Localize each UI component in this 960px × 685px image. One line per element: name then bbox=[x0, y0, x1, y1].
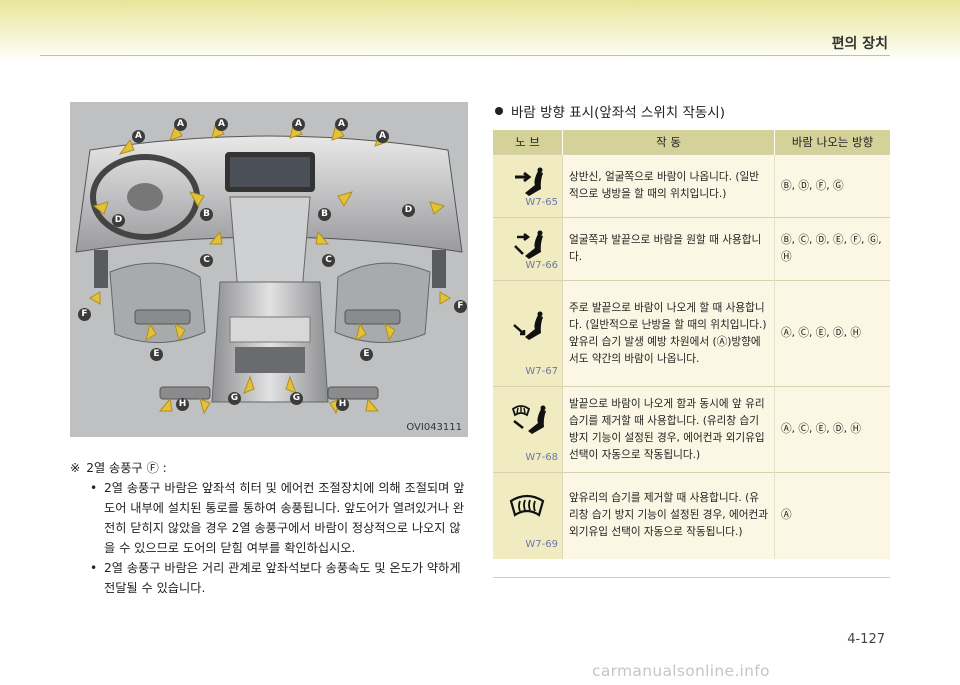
knob-code: W7-68 bbox=[525, 452, 558, 463]
callout-g: G bbox=[290, 392, 303, 405]
note-bullet: •2열 송풍구 바람은 거리 관계로 앞좌석보다 송풍속도 및 온도가 약하게 … bbox=[90, 558, 470, 598]
table-row: W7-65 상반신, 얼굴쪽으로 바람이 나옵니다. (일반적으로 냉방을 할 … bbox=[493, 154, 890, 218]
knob-code: W7-67 bbox=[525, 366, 558, 377]
watermark: carmanualsonline.info bbox=[592, 662, 770, 680]
operation-cell: 앞유리의 습기를 제거할 때 사용합니다. (유리창 습기 방지 기능이 설정된… bbox=[562, 472, 775, 559]
callout-a: A bbox=[292, 118, 305, 131]
bilevel-mode-icon bbox=[514, 230, 543, 259]
mode-table-title: 바람 방향 표시(앞좌석 스위치 작동시) bbox=[495, 101, 725, 121]
callout-a: A bbox=[215, 118, 228, 131]
callout-b: B bbox=[200, 208, 213, 221]
figure-code: OVI043111 bbox=[406, 422, 462, 433]
face-mode-icon bbox=[515, 167, 543, 196]
knob-cell: W7-66 bbox=[493, 217, 563, 281]
section-title: 편의 장치 bbox=[831, 36, 888, 52]
callout-b: B bbox=[318, 208, 331, 221]
note-bullet: •2열 송풍구 바람은 앞좌석 히터 및 에어컨 조절장치에 의해 조절되며 앞… bbox=[90, 478, 470, 558]
knob-cell: W7-69 bbox=[493, 472, 563, 559]
table-bottom-rule bbox=[493, 577, 890, 578]
callout-d: D bbox=[402, 204, 415, 217]
header-direction: 바람 나오는 방향 bbox=[774, 130, 890, 155]
direction-cell: Ⓐ bbox=[774, 472, 890, 559]
header-operation: 작 동 bbox=[561, 130, 775, 155]
callout-a: A bbox=[132, 130, 145, 143]
operation-cell: 얼굴쪽과 발끝으로 바람을 원할 때 사용합니다. bbox=[562, 217, 775, 281]
table-row: W7-69 앞유리의 습기를 제거할 때 사용합니다. (유리창 습기 방지 기… bbox=[493, 472, 890, 559]
note-bullet-text: 2열 송풍구 바람은 앞좌석 히터 및 에어컨 조절장치에 의해 조절되며 앞도… bbox=[104, 481, 465, 555]
direction-cell: Ⓑ, Ⓓ, Ⓕ, Ⓖ bbox=[774, 154, 890, 218]
callout-h: H bbox=[336, 398, 349, 411]
callout-f: F bbox=[454, 300, 467, 313]
note-bullet-text: 2열 송풍구 바람은 거리 관계로 앞좌석보다 송풍속도 및 온도가 약하게 전… bbox=[104, 561, 461, 595]
knob-cell: W7-65 bbox=[493, 154, 563, 218]
callout-h: H bbox=[176, 398, 189, 411]
knob-code: W7-66 bbox=[525, 260, 558, 271]
direction-cell: Ⓑ, Ⓒ, Ⓓ, Ⓔ, Ⓕ, Ⓖ, Ⓗ bbox=[774, 217, 890, 281]
table-row: W7-67 주로 발끝으로 바람이 나오게 할 때 사용합니다. (일반적으로 … bbox=[493, 280, 890, 387]
vent-diagram-figure: A A A A A A B B C C D D E E F F G G H H OVI043111 bbox=[70, 102, 468, 437]
callout-g: G bbox=[228, 392, 241, 405]
callout-c: C bbox=[322, 254, 335, 267]
header-knob: 노 브 bbox=[493, 130, 563, 155]
direction-cell: Ⓐ, Ⓒ, Ⓔ, Ⓓ, Ⓗ bbox=[774, 280, 890, 387]
callout-d: D bbox=[112, 214, 125, 227]
bullet-dot-icon bbox=[495, 107, 503, 115]
callout-e: E bbox=[360, 348, 373, 361]
callout-e: E bbox=[150, 348, 163, 361]
callout-a: A bbox=[376, 130, 389, 143]
floor-defrost-mode-icon bbox=[511, 405, 546, 434]
table-row: W7-68 발끝으로 바람이 나오게 함과 동시에 앞 유리 습기를 제거할 때… bbox=[493, 386, 890, 473]
callout-a: A bbox=[174, 118, 187, 131]
knob-code: W7-65 bbox=[525, 197, 558, 208]
operation-cell: 주로 발끝으로 바람이 나오게 할 때 사용합니다. (일반적으로 난방을 할 … bbox=[562, 280, 775, 387]
direction-cell: Ⓐ, Ⓒ, Ⓔ, Ⓓ, Ⓗ bbox=[774, 386, 890, 473]
knob-code: W7-69 bbox=[525, 538, 558, 550]
table-row: W7-66 얼굴쪽과 발끝으로 바람을 원할 때 사용합니다. Ⓑ, Ⓒ, Ⓓ,… bbox=[493, 217, 890, 281]
callout-a: A bbox=[335, 118, 348, 131]
callout-f: F bbox=[78, 308, 91, 321]
operation-cell: 상반신, 얼굴쪽으로 바람이 나옵니다. (일반적으로 냉방을 할 때의 위치입… bbox=[562, 154, 775, 218]
page-header bbox=[0, 0, 960, 62]
mode-table-title-text: 바람 방향 표시(앞좌석 스위치 작동시) bbox=[511, 105, 725, 121]
note-mark: ※ bbox=[70, 461, 81, 475]
floor-mode-icon bbox=[513, 311, 543, 340]
note-title: ※ 2열 송풍구 Ⓕ : bbox=[70, 458, 470, 478]
page-number: 4-127 bbox=[847, 632, 885, 647]
rear-vent-note: ※ 2열 송풍구 Ⓕ : •2열 송풍구 바람은 앞좌석 히터 및 에어컨 조절… bbox=[70, 458, 470, 598]
callout-c: C bbox=[200, 254, 213, 267]
knob-cell: W7-67 bbox=[493, 280, 563, 387]
header-rule bbox=[40, 55, 890, 56]
operation-cell: 발끝으로 바람이 나오게 함과 동시에 앞 유리 습기를 제거할 때 사용합니다… bbox=[562, 386, 775, 473]
defrost-mode-icon bbox=[509, 494, 545, 517]
note-title-text: 2열 송풍구 Ⓕ : bbox=[86, 461, 167, 475]
air-direction-table: 노 브 작 동 바람 나오는 방향 W7-65 상반신, 얼굴쪽으로 바람이 나… bbox=[493, 130, 890, 559]
car-interior-illustration bbox=[75, 120, 463, 415]
knob-cell: W7-68 bbox=[493, 386, 563, 473]
table-header-row: 노 브 작 동 바람 나오는 방향 bbox=[493, 130, 890, 155]
